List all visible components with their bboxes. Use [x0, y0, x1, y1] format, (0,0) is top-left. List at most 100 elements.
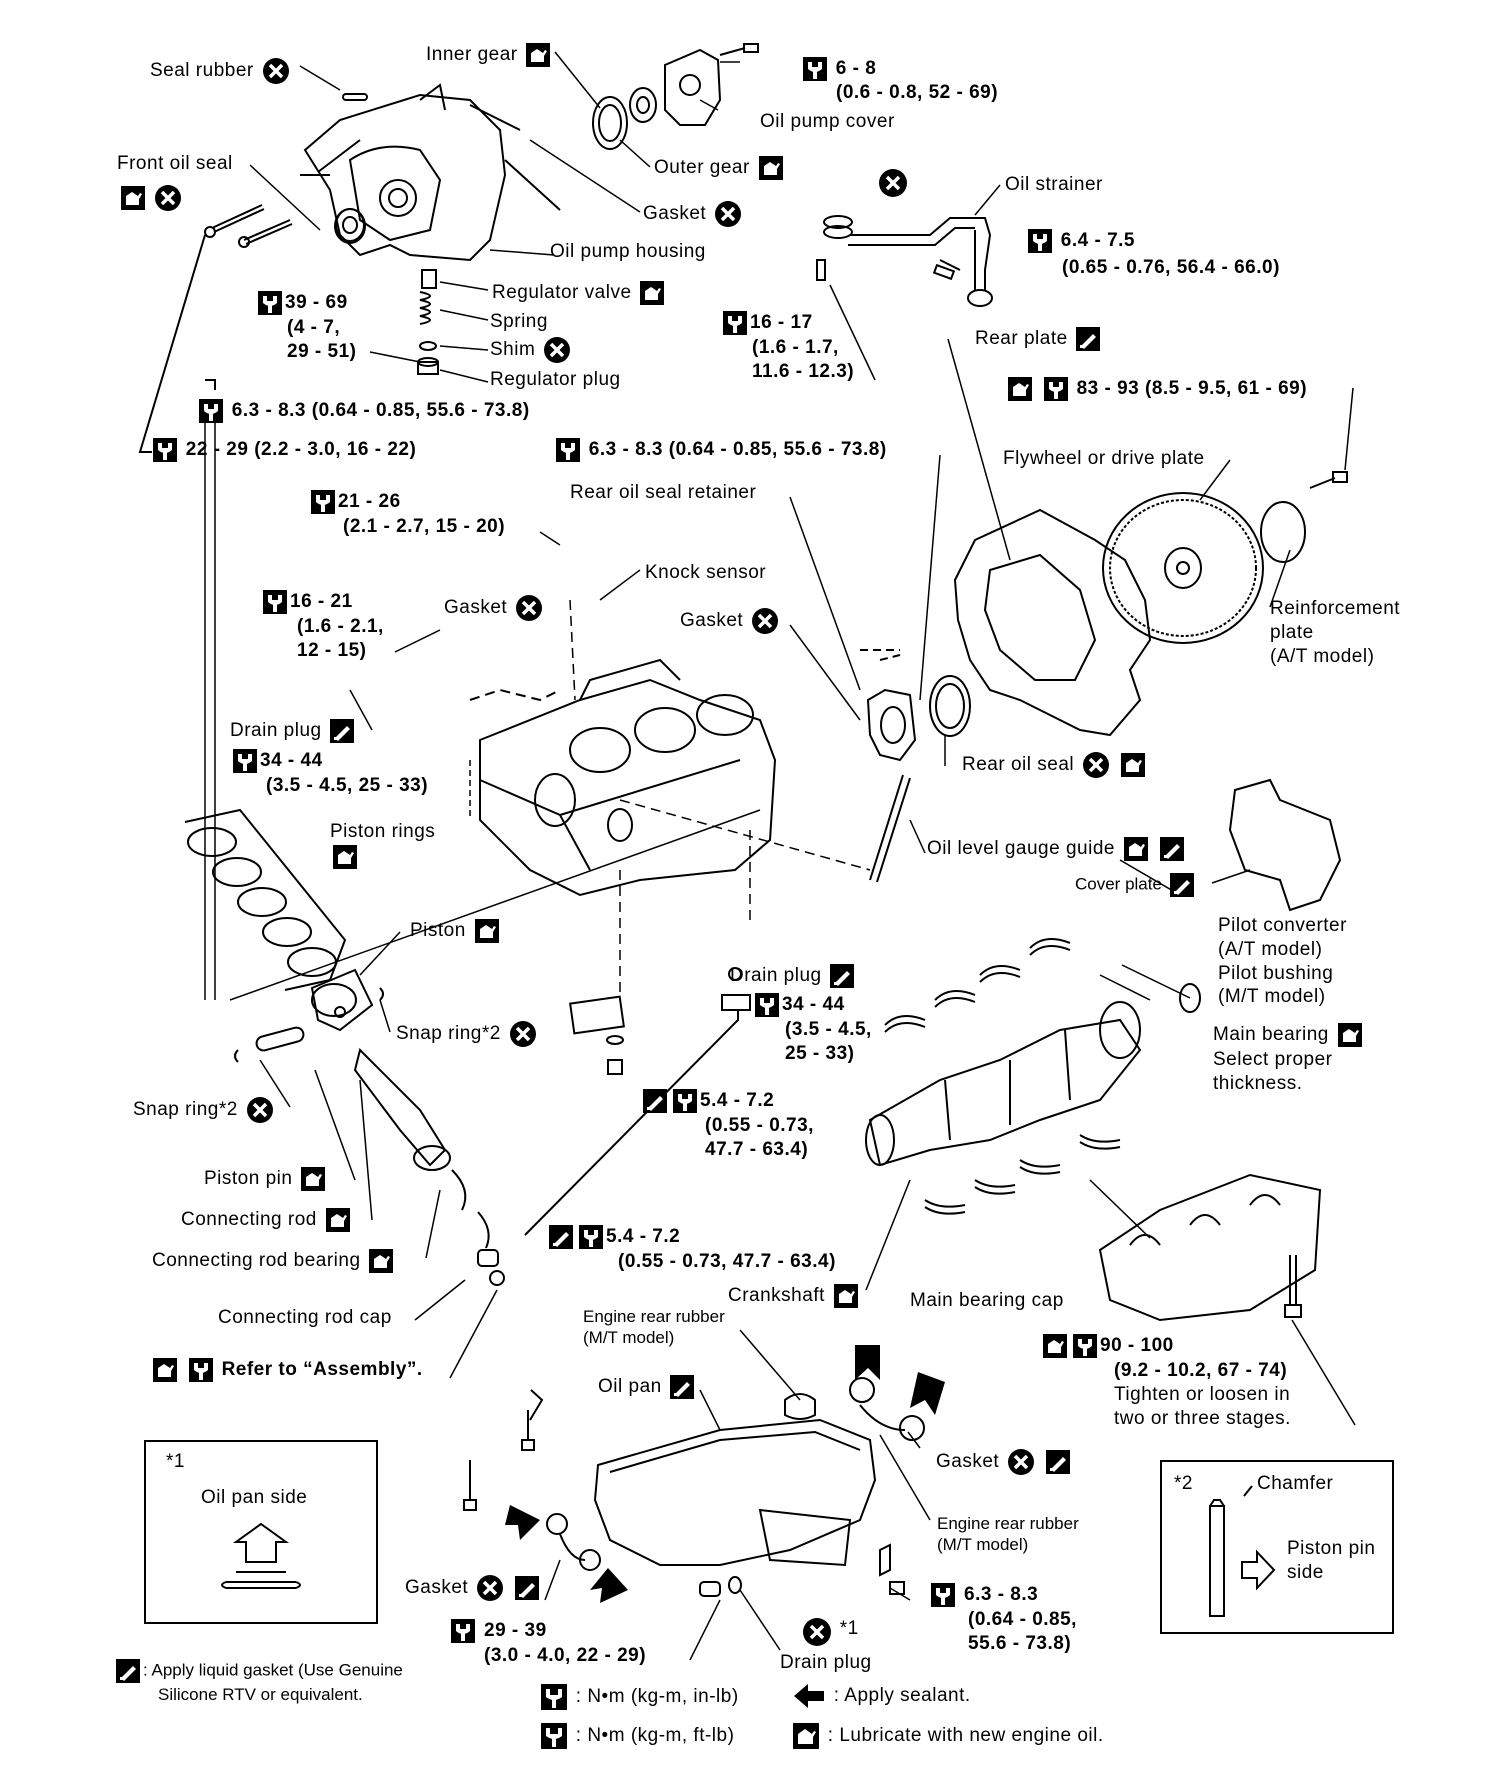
label-torque-83-93: 83 - 93 (8.5 - 9.5, 61 - 69) — [1005, 376, 1307, 402]
torque-wrench-icon — [1028, 229, 1052, 253]
replace-x-icon — [262, 58, 289, 84]
oil-can-icon — [1008, 377, 1032, 401]
torque-wrench-icon — [1073, 1334, 1097, 1358]
label-connecting-rod: Connecting rod — [181, 1207, 353, 1233]
label-piston-rings: Piston rings — [330, 820, 435, 870]
label-gasket-oil-pan-left: Gasket — [405, 1574, 542, 1602]
label-reinforcement-plate: Reinforcement plate (A/T model) — [1270, 598, 1401, 667]
label-torque-5-4-7-2-a: 5.4 - 7.2 (0.55 - 0.73, 47.7 - 63.4) — [640, 1088, 814, 1162]
replace-x-icon — [476, 1575, 503, 1601]
regulator-assembly — [417, 269, 439, 375]
label-gasket-retainer: Gasket — [680, 607, 781, 635]
oil-can-icon — [325, 1208, 350, 1232]
sealant-arrow-icon — [505, 1345, 945, 1603]
label-cover-plate: Cover plate — [1075, 872, 1197, 898]
label-torque-16-21: 16 - 21 (1.6 - 2.1, 12 - 15) — [260, 589, 384, 663]
label-connecting-rod-bearing: Connecting rod bearing — [152, 1248, 396, 1274]
label-oil-pan: Oil pan — [598, 1374, 697, 1400]
legend-apply-sealant: : Apply sealant. — [790, 1683, 971, 1709]
liquid-gasket-icon — [670, 1375, 695, 1399]
oil-strainer-drawing — [816, 215, 993, 307]
label-pilot-converter: Pilot converter (A/T model) Pilot bushin… — [1218, 915, 1347, 1008]
label-torque-6-3-8-3-bottom: 6.3 - 8.3 (0.64 - 0.85, 55.6 - 73.8) — [928, 1582, 1077, 1656]
label-torque-6-4-7-5: 6.4 - 7.5 — [1025, 228, 1135, 254]
replace-x-icon — [246, 1097, 273, 1123]
torque-wrench-icon — [556, 438, 580, 462]
torque-wrench-icon — [723, 311, 747, 335]
torque-wrench-icon — [153, 438, 177, 462]
label-seal-rubber: Seal rubber — [150, 57, 292, 85]
oil-can-icon — [793, 1723, 819, 1749]
oil-can-icon — [1337, 1023, 1362, 1047]
label-outer-gear: Outer gear — [654, 155, 786, 181]
label-oil-pump-cover: Oil pump cover — [760, 111, 895, 132]
label-engine-rear-rubber-bottom: Engine rear rubber (M/T model) — [937, 1514, 1079, 1555]
note-box-oil-pan-side: *1 Oil pan side — [144, 1440, 378, 1624]
replace-x-icon — [879, 169, 907, 197]
box2-tag: *2 — [1174, 1473, 1193, 1494]
label-torque-6-3-8-3-left: 6.3 - 8.3 (0.64 - 0.85, 55.6 - 73.8) — [196, 398, 530, 424]
liquid-gasket-icon — [1076, 327, 1101, 351]
piston-drawing — [234, 968, 384, 1063]
torque-wrench-icon — [755, 993, 779, 1017]
oil-can-icon — [1043, 1334, 1067, 1358]
label-torque-5-4-7-2-b: 5.4 - 7.2 (0.55 - 0.73, 47.7 - 63.4) — [546, 1224, 836, 1274]
legend-nm-ft-lb: : N•m (kg-m, ft-lb) — [538, 1722, 734, 1750]
oil-can-icon — [369, 1249, 394, 1273]
rear-plate-drawing — [953, 508, 1152, 737]
label-torque-90-100: 90 - 100 (9.2 - 10.2, 67 - 74) Tighten o… — [1040, 1333, 1291, 1430]
oil-pump-housing-drawing — [300, 83, 561, 262]
torque-wrench-icon — [803, 57, 827, 81]
label-rear-oil-seal: Rear oil seal — [962, 751, 1148, 779]
label-torque-22-29: 22 - 29 (2.2 - 3.0, 16 - 22) — [150, 437, 416, 463]
replace-x-icon — [515, 595, 542, 621]
oil-can-icon — [526, 43, 551, 67]
flywheel-drawing — [1102, 471, 1348, 644]
note-box-chamfer: *2 Chamfer Piston pin side — [1160, 1460, 1394, 1634]
label-main-bearing: Main bearing Select proper thickness. — [1213, 1022, 1365, 1096]
replace-x-icon — [155, 185, 182, 211]
liquid-gasket-icon — [1159, 837, 1184, 861]
label-torque-29-39: 29 - 39 (3.0 - 4.0, 22 - 29) — [448, 1618, 646, 1668]
label-regulator-plug: Regulator plug — [490, 369, 621, 390]
crankshaft-drawing — [865, 1001, 1142, 1167]
oil-can-icon — [758, 156, 783, 180]
label-torque-34-44-right: 34 - 44 (3.5 - 4.5, 25 - 33) — [752, 992, 872, 1066]
oil-can-icon — [121, 186, 145, 210]
main-bearing-cap-drawing — [1098, 1173, 1322, 1322]
label-snap-ring-lower: Snap ring*2 — [133, 1096, 276, 1124]
liquid-gasket-icon — [514, 1576, 539, 1600]
torque-wrench-icon — [451, 1619, 475, 1643]
liquid-gasket-icon — [643, 1089, 667, 1113]
box1-tag: *1 — [166, 1451, 185, 1472]
cylinder-block-drawing — [469, 658, 777, 897]
label-connecting-rod-cap: Connecting rod cap — [218, 1307, 392, 1328]
label-piston-pin-side: Piston pin side — [1287, 1538, 1376, 1583]
label-engine-rear-rubber-top: Engine rear rubber (M/T model) — [583, 1307, 725, 1348]
liquid-gasket-icon — [1045, 1450, 1070, 1474]
label-main-bearing-cap: Main bearing cap — [910, 1290, 1064, 1311]
label-drain-plug-block: Drain plug — [230, 718, 357, 744]
label-torque-6-8: 6 - 8 — [800, 56, 876, 82]
torque-wrench-icon — [258, 291, 282, 315]
label-torque-21-26: 21 - 26 (2.1 - 2.7, 15 - 20) — [308, 489, 505, 539]
replace-x-icon — [509, 1021, 536, 1047]
label-shim: Shim — [490, 336, 573, 364]
label-crankshaft: Crankshaft — [728, 1283, 861, 1309]
label-drain-plug-oil-pan: Drain plug — [780, 1652, 872, 1673]
torque-wrench-icon — [199, 399, 223, 423]
label-chamfer: Chamfer — [1257, 1473, 1334, 1494]
oil-can-icon — [153, 1358, 177, 1382]
label-gasket-oil-pump: Gasket — [643, 200, 744, 228]
label-gasket-oil-pan-right: Gasket — [936, 1448, 1073, 1476]
label-gasket-knock-sensor: Gasket — [444, 594, 545, 622]
replace-x-icon — [803, 1618, 831, 1646]
label-oil-pan-side: Oil pan side — [201, 1487, 308, 1508]
oil-can-icon — [301, 1167, 326, 1191]
replace-x-icon — [751, 608, 778, 634]
up-arrow-icon — [221, 1522, 301, 1589]
oil-can-icon — [1120, 753, 1145, 777]
torque-wrench-icon — [263, 590, 287, 614]
liquid-gasket-icon — [549, 1225, 573, 1249]
